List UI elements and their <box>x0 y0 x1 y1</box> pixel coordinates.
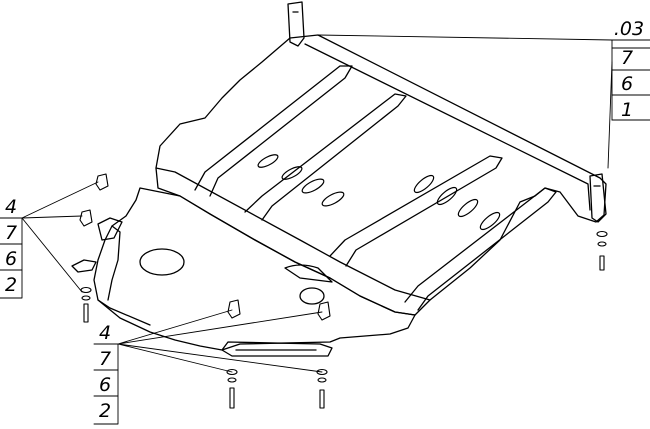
callout-left-1: 4 <box>4 196 18 218</box>
vent-slots <box>257 154 501 231</box>
service-hole-left <box>139 248 185 276</box>
rear-mounting-bracket-left <box>287 1 305 47</box>
bolt-right <box>599 255 605 271</box>
callout-left-2: 7 <box>4 222 18 244</box>
leader-lines <box>0 34 650 425</box>
callout-top-right-3: 6 <box>620 73 634 95</box>
callout-top-right-4: 1 <box>620 99 634 121</box>
washer-bottom-left-2 <box>227 377 237 383</box>
washer-right-2 <box>597 241 607 247</box>
washer-left-1 <box>80 286 92 294</box>
rear-mounting-bracket-right <box>589 173 607 223</box>
washer-left-2 <box>81 295 91 301</box>
bolt-left <box>83 303 89 323</box>
callout-left-3: 6 <box>4 248 18 270</box>
callout-left-4: 2 <box>4 274 18 296</box>
callout-top-right-2: 7 <box>620 47 634 69</box>
callout-bottom-4: 2 <box>98 400 112 422</box>
plate-front-section <box>93 187 416 351</box>
reinforcement-ribs <box>194 65 557 311</box>
washer-bottom-right-2 <box>317 377 327 383</box>
nut-bottom-right <box>317 301 331 321</box>
nut-left <box>79 209 93 227</box>
callout-top-right-1: .03 <box>613 18 645 40</box>
front-bracket <box>221 341 333 357</box>
service-hole-right <box>299 287 325 305</box>
callout-bottom-1: 4 <box>98 322 112 344</box>
washer-bottom-left-1 <box>226 368 238 376</box>
fasteners <box>79 173 608 409</box>
callout-bottom-3: 6 <box>98 374 112 396</box>
nut-bottom-left <box>227 299 241 319</box>
washer-bottom-right-1 <box>316 368 328 376</box>
callout-bottom-2: 7 <box>98 348 112 370</box>
bolt-bottom-left <box>229 387 235 409</box>
bolt-bottom-right <box>319 389 325 409</box>
washer-right-1 <box>596 230 608 238</box>
plate-rear-section <box>155 34 607 316</box>
side-mounting-tab <box>71 217 123 273</box>
